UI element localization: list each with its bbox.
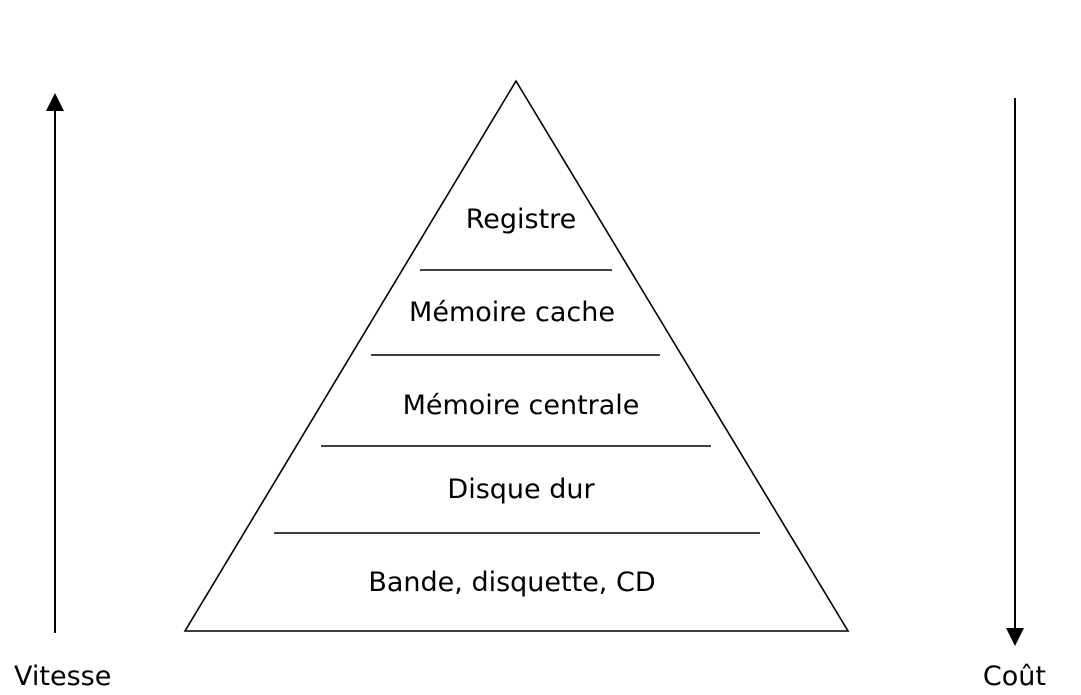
tier-label-bande-disquette-cd: Bande, disquette, CD: [368, 567, 655, 598]
tier-label-disque-dur: Disque dur: [447, 474, 595, 505]
tier-label-memoire-cache: Mémoire cache: [409, 297, 615, 328]
vitesse-label: Vitesse: [14, 661, 111, 692]
pyramid-outline: [183, 79, 850, 632]
tier-label-memoire-centrale: Mémoire centrale: [403, 390, 640, 421]
cout-label: Coût: [983, 661, 1046, 692]
tier-label-registre: Registre: [466, 204, 577, 235]
